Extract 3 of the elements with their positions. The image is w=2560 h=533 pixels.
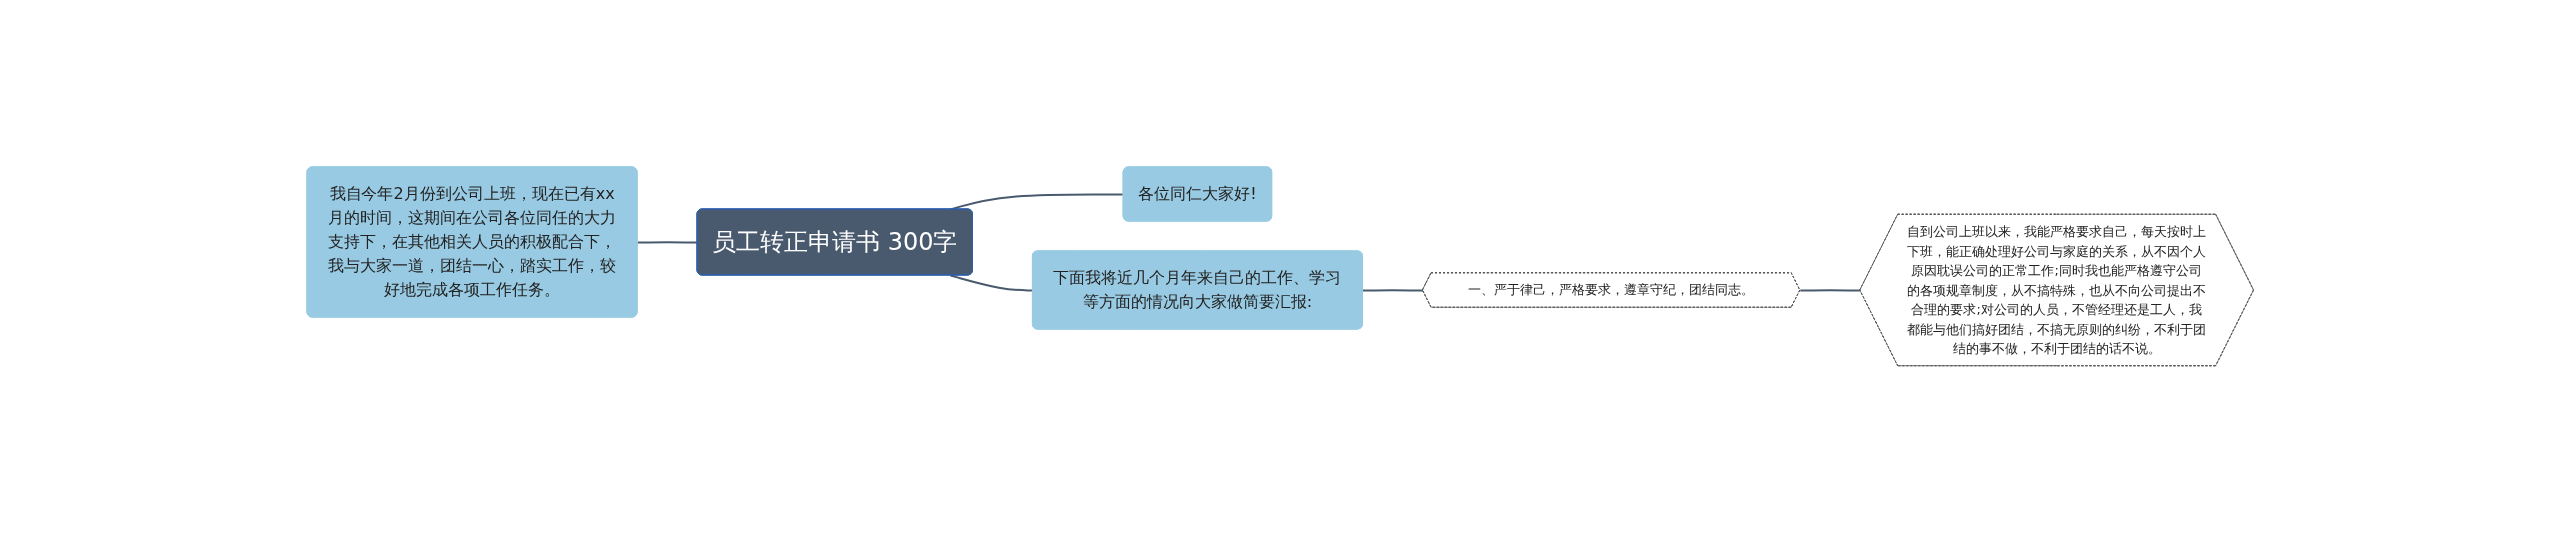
connector — [1799, 289, 1861, 292]
connector — [949, 274, 1034, 292]
connector — [1361, 289, 1424, 292]
